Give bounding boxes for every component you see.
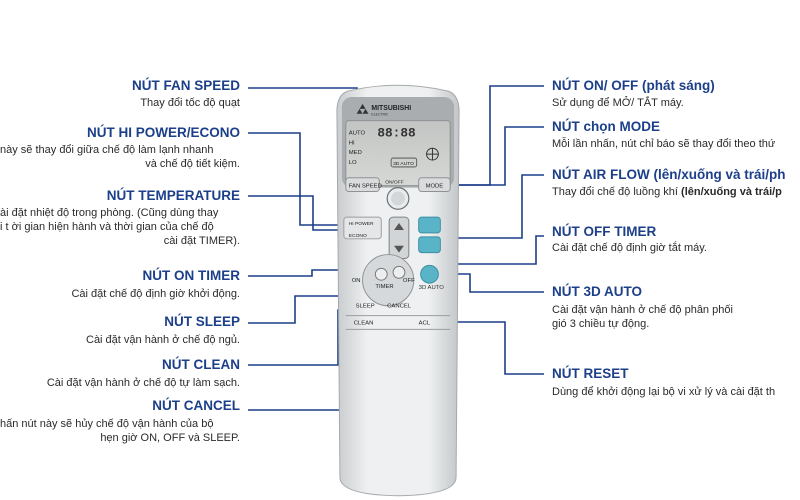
desc-airflow-text: Thay đổi chế độ luồng khí xyxy=(552,186,678,198)
label-reset: NÚT RESET xyxy=(552,366,629,381)
label-temperature: NÚT TEMPERATURE xyxy=(106,188,240,203)
lcd-mode-lo: LO xyxy=(349,160,357,166)
desc-fan-speed: Thay đổi tốc độ quạt xyxy=(140,97,240,109)
remote-control: MITSUBISHI ELECTRIC AUTO HI MED LO 88:88… xyxy=(336,84,460,497)
desc-mode: Mỗi lần nhấn, nút chỉ báo sẽ thay đổi th… xyxy=(552,138,776,150)
off-timer-button xyxy=(392,265,406,279)
desc-on-timer: Cài đặt chế độ định giờ khởi động. xyxy=(71,288,240,300)
label-mode: NÚT chọn MODE xyxy=(552,119,660,134)
lcd-fan-icon xyxy=(426,147,439,161)
temp-down-icon xyxy=(394,245,404,253)
line-airflow xyxy=(438,174,544,239)
desc-hi-power-2: và chế độ tiết kiệm. xyxy=(145,158,240,170)
airflow-vertical-button xyxy=(418,216,441,234)
mode-button xyxy=(418,177,451,193)
3d-auto-label: 3D AUTO xyxy=(419,285,445,291)
desc-3d-auto-2: gió 3 chiều tự động. xyxy=(552,318,650,330)
desc-3d-auto-1: Cài đặt vận hành ở chế độ phân phối xyxy=(552,304,733,316)
econo-label: ECONO xyxy=(349,233,367,239)
lcd-mode-auto: AUTO xyxy=(349,130,366,136)
clean-label: CLEAN xyxy=(354,320,374,326)
on-timer-button xyxy=(374,267,388,281)
label-cancel: NÚT CANCEL xyxy=(152,398,240,413)
sleep-label: SLEEP xyxy=(356,304,375,310)
lcd-screen xyxy=(345,120,451,187)
line-on-timer xyxy=(248,269,354,277)
label-on-timer: NÚT ON TIMER xyxy=(142,268,241,283)
hi-power-button xyxy=(343,216,382,240)
desc-temperature-1: ài đặt nhiệt độ trong phòng. (Cũng dùng … xyxy=(0,207,219,219)
desc-onoff: Sử dụng để MỞ/ TẮT máy. xyxy=(552,97,684,109)
lcd-3d-text: 3D AUTO xyxy=(393,161,414,167)
line-reset xyxy=(418,321,544,375)
label-off-timer: NÚT OFF TIMER xyxy=(552,224,657,239)
brand-sub-text: ELECTRIC xyxy=(371,113,389,117)
label-fan-speed: NÚT FAN SPEED xyxy=(131,78,240,93)
off-label: OFF xyxy=(403,278,415,284)
cancel-label: CANCEL xyxy=(387,304,412,310)
label-3d-auto: NÚT 3D AUTO xyxy=(552,284,643,299)
label-hi-power: NÚT HI POWER/ECONO xyxy=(86,125,240,140)
lcd-mode-med: MED xyxy=(349,150,362,156)
line-hi-power xyxy=(248,132,345,226)
label-onoff: NÚT ON/ OFF (phát sáng) xyxy=(552,78,715,93)
lcd-3d-badge xyxy=(390,157,418,168)
label-sleep: NÚT SLEEP xyxy=(164,314,240,329)
hi-power-label: HI POWER xyxy=(349,221,374,227)
lcd-digits: 88:88 xyxy=(377,125,415,140)
mitsubishi-logo-icon xyxy=(356,103,369,114)
airflow-horizontal-button xyxy=(418,236,441,254)
desc-temperature-3: cài đặt TIMER). xyxy=(163,235,240,247)
desc-hi-power-1: này sẽ thay đổi giữa chế độ làm lạnh nha… xyxy=(0,144,214,156)
lcd-mode-hi: HI xyxy=(349,140,355,146)
desc-sleep: Cài đặt vận hành ở chế độ ngủ. xyxy=(86,334,240,346)
timer-label: TIMER xyxy=(375,284,393,290)
desc-reset: Dùng để khởi động lại bộ vi xử lý và cài… xyxy=(552,386,776,398)
desc-cancel-1: hấn nút này sẽ hủy chế độ vận hành của b… xyxy=(0,418,214,430)
onoff-label: ON/OFF xyxy=(385,180,404,186)
brand-text: MITSUBISHI xyxy=(371,105,411,112)
on-label: ON xyxy=(352,278,361,284)
label-clean: NÚT CLEAN xyxy=(162,357,240,372)
desc-airflow-bold: (lên/xuống và trái/p xyxy=(681,186,782,198)
temp-up-icon xyxy=(394,223,404,230)
line-off-timer xyxy=(412,235,544,265)
fan-speed-label: FAN SPEED xyxy=(349,184,382,190)
line-sleep xyxy=(248,295,360,324)
acl-label: ACL xyxy=(419,320,431,326)
line-mode xyxy=(438,126,544,186)
mode-label: MODE xyxy=(426,184,444,190)
desc-airflow: Thay đổi chế độ luồng khí (lên/xuống và … xyxy=(552,185,782,199)
desc-off-timer: Cài đặt chế độ định giờ tắt máy. xyxy=(552,242,707,254)
desc-clean: Cài đặt vận hành ở chế độ tự làm sạch. xyxy=(46,377,240,389)
3d-auto-button xyxy=(420,264,439,284)
fan-speed-button xyxy=(345,177,380,193)
desc-temperature-2: i t ời gian hiện hành và thời gian của c… xyxy=(0,221,214,233)
desc-cancel-2: hẹn giờ ON, OFF và SLEEP. xyxy=(100,432,240,444)
label-airflow: NÚT AIR FLOW (lên/xuống và trái/ph xyxy=(552,167,786,182)
